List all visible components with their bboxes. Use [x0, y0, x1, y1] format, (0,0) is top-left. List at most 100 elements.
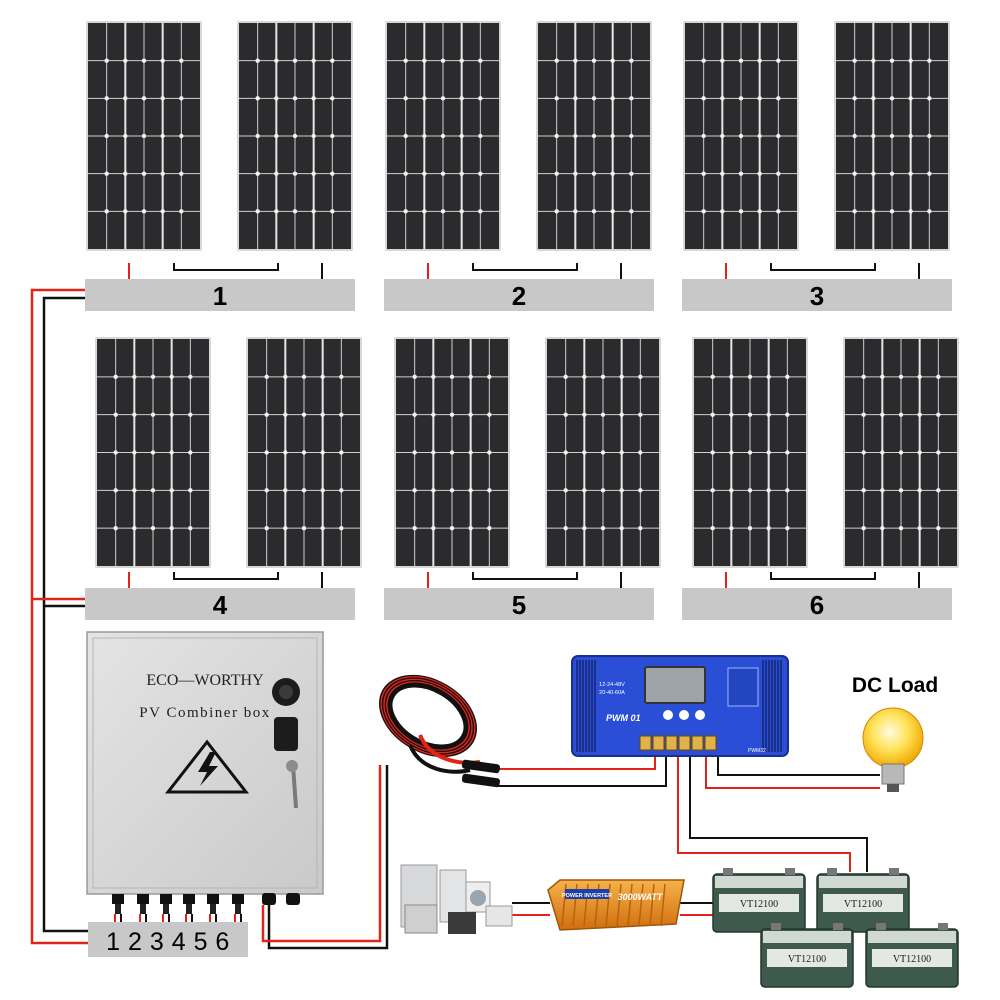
- battery-negative-wire: [689, 750, 868, 872]
- battery: VT12100: [760, 923, 854, 988]
- solar-panel: [692, 337, 808, 568]
- inverter-rating: 3000WATT: [618, 892, 664, 902]
- solar-panel: [834, 21, 950, 251]
- solar-panel: [95, 337, 211, 568]
- solar-panel: [246, 337, 362, 568]
- controller-product-code: PWM32: [748, 748, 766, 754]
- combiner-brand: ECO—WORTHY: [146, 672, 264, 689]
- terminal-screw: [678, 735, 691, 751]
- battery: VT12100: [712, 868, 806, 933]
- battery-terminal: [938, 923, 948, 930]
- battery-terminal: [889, 868, 899, 875]
- mc4-connector: [461, 759, 500, 774]
- dc-load-label: DC Load: [852, 674, 938, 697]
- string-1-negative-wire: [42, 296, 88, 933]
- input-number-bar: [88, 922, 248, 957]
- microwave-icon: [448, 912, 476, 934]
- series-link: [173, 263, 279, 271]
- solar-panels: [86, 21, 959, 568]
- key-icon: [291, 764, 298, 809]
- battery: VT12100: [816, 868, 910, 933]
- controller-button: [679, 710, 689, 720]
- status-icons: [727, 667, 759, 707]
- solar-panel: [237, 21, 353, 251]
- battery-positive-wire: [677, 750, 851, 872]
- appliance-icon: [485, 905, 513, 927]
- string-bar-6: [682, 588, 952, 620]
- combiner-negative-out: [267, 765, 389, 950]
- terminal-screw: [639, 735, 652, 751]
- string-bar-5: [384, 588, 654, 620]
- lightning-bolt-icon: [198, 752, 218, 786]
- terminal-screw: [665, 735, 678, 751]
- series-link: [770, 263, 876, 271]
- terminal-screw: [652, 735, 665, 751]
- output-gland: [262, 893, 276, 905]
- mc4-gland: [207, 894, 219, 904]
- inverter-brand-plate: [565, 889, 609, 899]
- battery-label-plate: [767, 949, 847, 967]
- load-positive-wire: [705, 750, 880, 789]
- battery-lid: [763, 931, 851, 943]
- string-label-4: 4: [213, 590, 228, 620]
- controller-spec-1: 12-24-48V: [599, 682, 625, 688]
- controller-button: [695, 710, 705, 720]
- series-link: [770, 572, 876, 580]
- terminal-screw: [691, 735, 704, 751]
- bulb-base: [881, 763, 905, 785]
- series-link: [173, 572, 279, 580]
- mc4-gland: [232, 894, 244, 904]
- mc4-connector: [461, 773, 500, 788]
- series-link: [472, 572, 578, 580]
- solar-panel: [843, 337, 959, 568]
- combiner-positive-out: [261, 765, 382, 943]
- solar-panel: [683, 21, 799, 251]
- pv-extension-cable: [378, 674, 500, 788]
- battery-terminal: [876, 923, 886, 930]
- solar-panel: [86, 21, 202, 251]
- string-1-positive-wire: [30, 288, 88, 945]
- battery-model: VT12100: [844, 899, 882, 910]
- combiner-title: PV Combiner box: [139, 705, 270, 721]
- inverter-brand: POWER INVERTER: [562, 893, 612, 899]
- battery-label-plate: [872, 949, 952, 967]
- series-link: [472, 263, 578, 271]
- battery: VT12100: [865, 923, 959, 988]
- battery-terminal: [833, 923, 843, 930]
- pv-negative-to-controller: [498, 745, 667, 787]
- terminal-screw: [704, 735, 717, 751]
- mc4-gland: [137, 894, 149, 904]
- ac-appliances: [400, 864, 513, 934]
- output-gland: [286, 893, 300, 905]
- battery-label-plate: [823, 894, 903, 912]
- battery-lid: [868, 931, 956, 943]
- solar-panel: [394, 337, 510, 568]
- warning-triangle-icon: [164, 739, 250, 794]
- string-label-6: 6: [810, 590, 824, 620]
- solar-panel: [536, 21, 652, 251]
- string-label-2: 2: [512, 281, 526, 311]
- solar-panel: [385, 21, 501, 251]
- battery-model: VT12100: [788, 954, 826, 965]
- oven-icon: [404, 904, 438, 934]
- string-bar-1: [85, 279, 355, 311]
- battery-terminal: [827, 868, 837, 875]
- mc4-gland: [160, 894, 172, 904]
- string-label-3: 3: [810, 281, 824, 311]
- controller-button: [663, 710, 673, 720]
- battery-model: VT12100: [893, 954, 931, 965]
- battery-lid: [715, 876, 803, 888]
- battery-terminal: [771, 923, 781, 930]
- string-bar-3: [682, 279, 952, 311]
- string-bar-2: [384, 279, 654, 311]
- light-bulb-icon: [862, 707, 924, 769]
- battery-lid: [819, 876, 907, 888]
- lock-icon: [274, 717, 298, 751]
- controller-spec-2: 20-40-60A: [599, 690, 625, 696]
